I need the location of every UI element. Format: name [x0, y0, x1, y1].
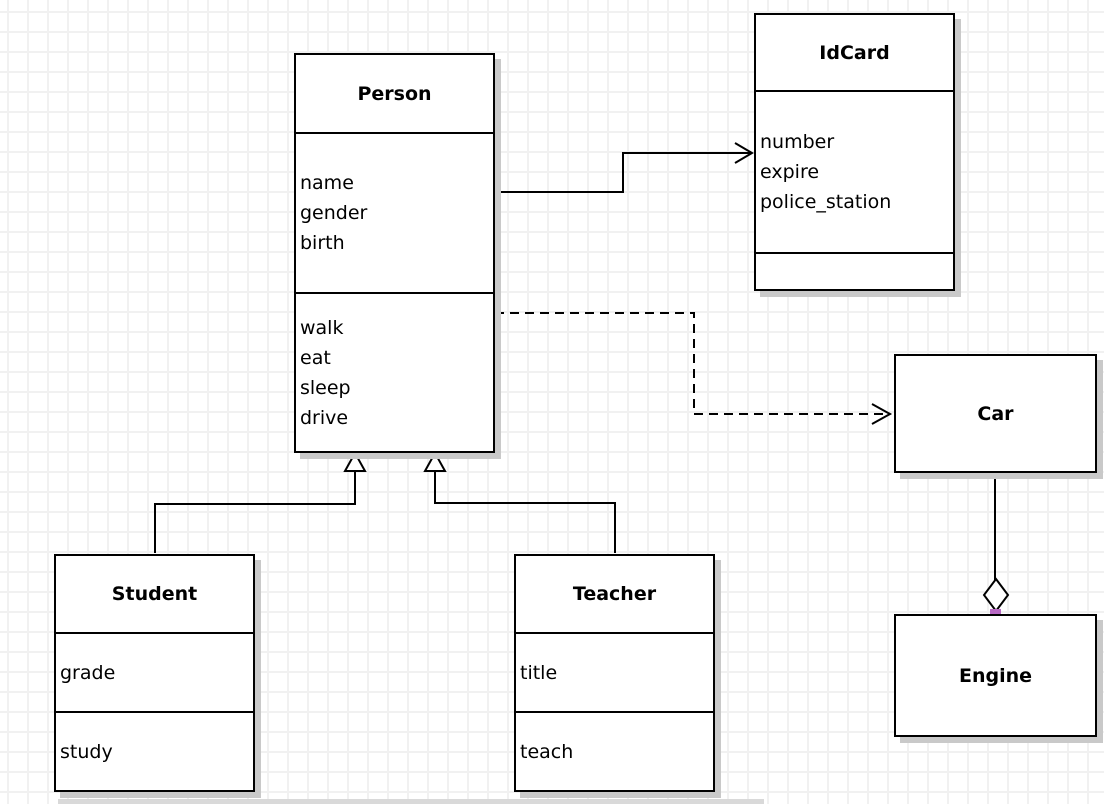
attribute: name [300, 172, 354, 194]
class-student[interactable]: Student grade study [54, 554, 255, 792]
attributes-section: number expire police_station [756, 92, 953, 254]
generalization-student-person[interactable] [154, 450, 367, 553]
method: sleep [300, 376, 351, 399]
attribute: number [760, 131, 835, 153]
class-title: Person [296, 55, 493, 134]
class-car[interactable]: Car [894, 354, 1097, 473]
attribute: gender [300, 202, 368, 224]
class-title: Student [56, 556, 253, 634]
methods-section: study [56, 713, 253, 790]
method: study [60, 740, 113, 763]
open-arrowhead-icon [734, 142, 754, 164]
methods-section-empty [756, 254, 953, 289]
class-teacher[interactable]: Teacher title teach [514, 554, 715, 792]
attributes-section: title [516, 634, 713, 713]
association-person-idcard[interactable] [495, 142, 754, 193]
aggregation-car-engine[interactable] [982, 464, 1010, 620]
method: eat [300, 346, 331, 369]
class-title: IdCard [756, 15, 953, 92]
class-title: Teacher [516, 556, 713, 634]
attribute: grade [60, 661, 116, 684]
methods-section: walk eat sleep drive [296, 294, 493, 451]
method: teach [520, 740, 574, 763]
generalization-teacher-person[interactable] [423, 450, 616, 553]
hollow-diamond-icon [982, 577, 1010, 613]
attributes-section: name gender birth [296, 134, 493, 294]
attribute: birth [300, 232, 345, 254]
attributes-section: grade [56, 634, 253, 713]
attribute: police_station [760, 191, 892, 213]
method: walk [300, 316, 344, 339]
class-engine[interactable]: Engine [894, 614, 1097, 737]
open-arrowhead-icon [871, 403, 893, 425]
hollow-triangle-icon [423, 450, 447, 472]
canvas-edge-shadow [58, 799, 764, 804]
method: drive [300, 406, 349, 429]
attribute: title [520, 661, 558, 684]
methods-section: teach [516, 713, 713, 790]
class-title: Car [977, 402, 1014, 425]
dependency-person-car[interactable] [495, 312, 893, 425]
class-title: Engine [958, 664, 1033, 687]
hollow-triangle-icon [343, 450, 367, 472]
class-idcard[interactable]: IdCard number expire police_station [754, 13, 955, 291]
attribute: expire [760, 161, 820, 183]
class-person[interactable]: Person name gender birth walk eat sleep … [294, 53, 495, 453]
